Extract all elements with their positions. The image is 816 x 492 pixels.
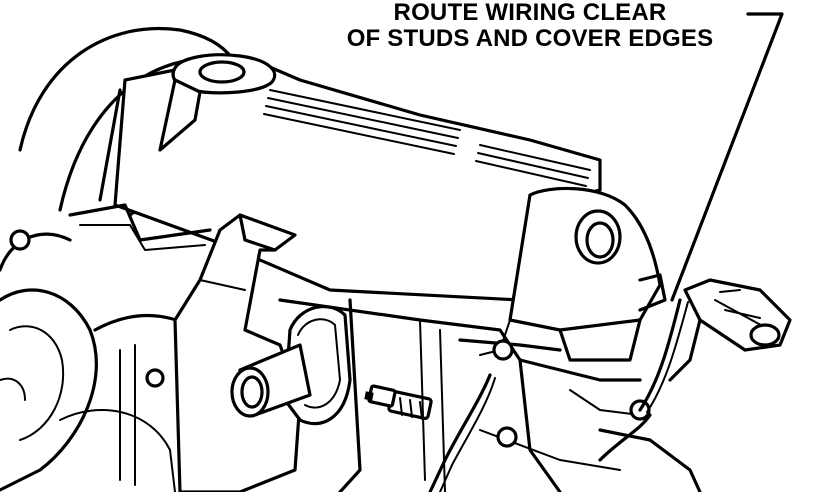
callout-line-1: ROUTE WIRING CLEAR xyxy=(393,0,667,26)
cylinder-head xyxy=(278,298,702,492)
temp-sensor xyxy=(364,384,433,420)
lower-left-stud xyxy=(145,368,165,388)
wiring-harness xyxy=(428,298,689,492)
stud-nut-lower xyxy=(496,426,518,448)
left-housing xyxy=(0,26,245,492)
left-stud-nut xyxy=(9,229,31,251)
callout-line-2: OF STUDS AND COVER EDGES xyxy=(346,25,714,52)
thermostat-housing xyxy=(230,305,433,426)
stud-nut-center xyxy=(492,339,514,361)
right-connector xyxy=(668,278,792,382)
callout-leader xyxy=(670,12,784,302)
cover-rear-end xyxy=(479,186,667,362)
callout-text: ROUTE WIRING CLEAR OF STUDS AND COVER ED… xyxy=(300,0,760,52)
